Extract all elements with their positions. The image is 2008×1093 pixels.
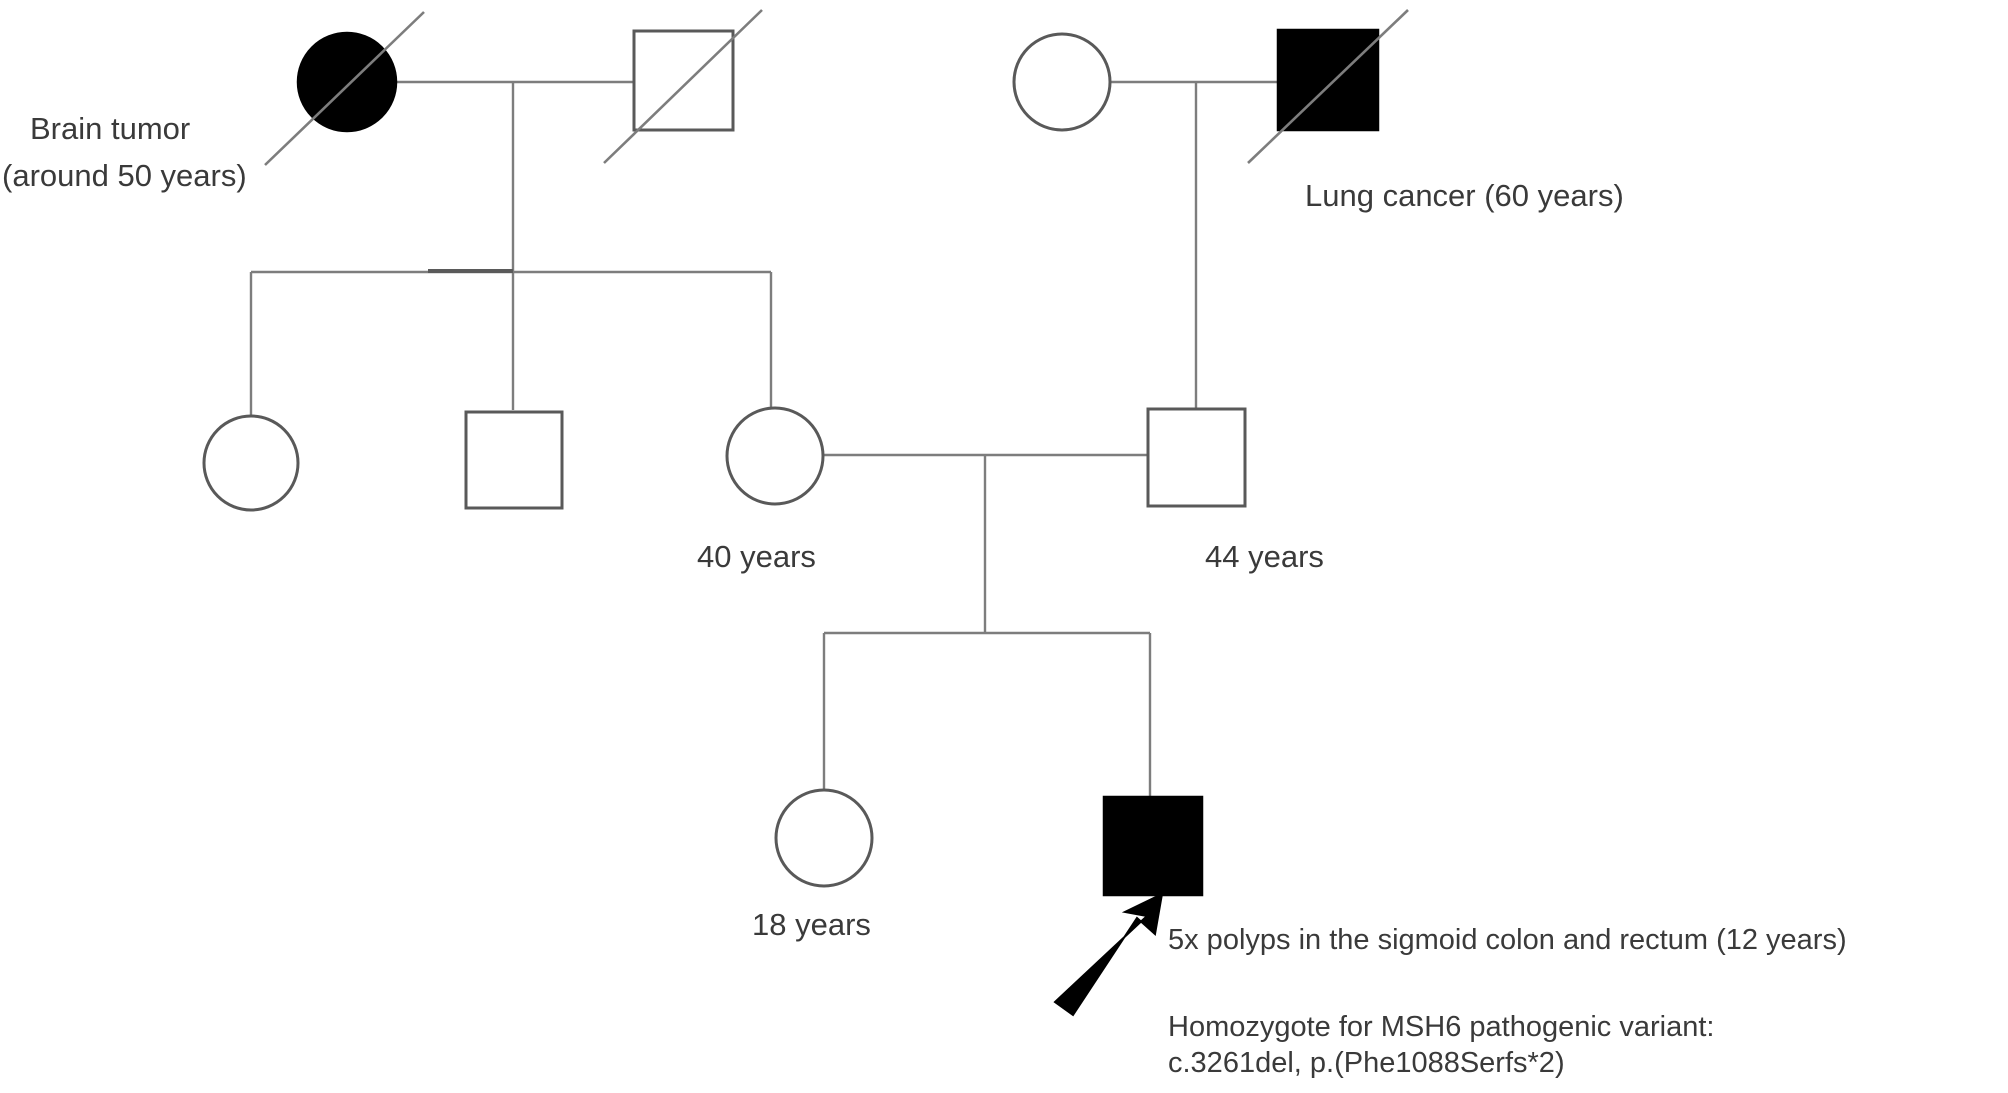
symbol-circle-unaffected	[1012, 32, 1112, 132]
label-proband-genotype-line2: c.3261del, p.(Phe1088Serfs*2)	[1168, 1047, 1565, 1079]
symbol-square-unaffected	[464, 410, 564, 510]
symbol-square-affected	[1276, 28, 1380, 132]
individual-I-3[interactable]	[1012, 32, 1112, 132]
label-brain-tumor-line1: Brain tumor	[30, 111, 191, 146]
deceased-slash-icon	[1247, 9, 1409, 164]
proband-arrow-icon	[1053, 892, 1164, 1017]
individual-I-4[interactable]	[1247, 9, 1409, 164]
deceased-slash-icon	[603, 9, 763, 164]
individual-III-2[interactable]	[1102, 795, 1204, 897]
individual-II-4[interactable]	[1146, 407, 1247, 508]
symbol-circle-unaffected	[774, 788, 874, 888]
label-proband-genotype-line1: Homozygote for MSH6 pathogenic variant:	[1168, 1011, 1715, 1043]
symbol-square-unaffected	[1146, 407, 1247, 508]
label-lung-cancer: Lung cancer (60 years)	[1305, 178, 1624, 213]
individual-I-2[interactable]	[603, 9, 763, 164]
individual-II-2[interactable]	[464, 410, 564, 510]
individual-III-1[interactable]	[774, 788, 874, 888]
individual-I-1[interactable]	[264, 11, 425, 166]
symbol-square-affected	[1102, 795, 1204, 897]
symbol-square-unaffected	[632, 29, 735, 132]
symbol-circle-unaffected	[202, 414, 300, 512]
label-daughter-age: 18 years	[752, 907, 871, 942]
symbol-circle-unaffected	[725, 406, 825, 506]
label-mother-age: 40 years	[697, 539, 816, 574]
individual-II-3[interactable]	[725, 406, 825, 506]
symbol-circle-affected	[296, 31, 398, 133]
label-proband-phenotype: 5x polyps in the sigmoid colon and rectu…	[1168, 924, 1847, 956]
label-father-age: 44 years	[1205, 539, 1324, 574]
individual-II-1[interactable]	[202, 414, 300, 512]
deceased-slash-icon	[264, 11, 425, 166]
label-brain-tumor-line2: (around 50 years)	[2, 158, 247, 193]
